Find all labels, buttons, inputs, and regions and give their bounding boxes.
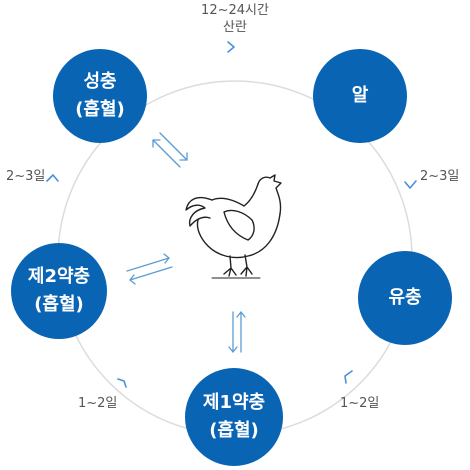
duration-nymph1-to-nymph2: 1~2일 <box>78 396 118 411</box>
duration-adult-to-egg-note: 산란 <box>223 20 247 35</box>
flow-arrow-adult-to-egg <box>227 41 235 53</box>
chicken-icon <box>185 174 282 279</box>
duration-nymph2-to-adult: 2~3일 <box>6 169 46 184</box>
node-adult-sublabel: (흡혈) <box>75 99 125 120</box>
node-nymph2-sublabel: (흡혈) <box>34 294 84 315</box>
node-nymph2-label: 제2약충 <box>27 266 91 287</box>
node-nymph1-label: 제1약충 <box>202 392 266 413</box>
duration-larva-to-nymph1: 1~2일 <box>340 396 380 411</box>
node-nymph1: 제1약충 (흡혈) <box>185 368 283 466</box>
exchange-arrow-nymph2-host <box>126 253 173 285</box>
node-adult-label: 성충 <box>83 71 117 92</box>
flow-arrow-nymph1-to-nymph2 <box>117 378 127 388</box>
node-egg-label: 알 <box>351 85 369 106</box>
node-egg: 알 <box>313 49 407 143</box>
node-larva: 유충 <box>358 251 452 345</box>
exchange-arrow-nymph1-host <box>228 311 246 353</box>
flow-arrow-nymph2-to-adult <box>46 174 59 182</box>
node-adult: 성충 (흡혈) <box>53 49 147 143</box>
flow-arrow-larva-to-nymph1 <box>344 370 353 384</box>
node-nymph2: 제2약충 (흡혈) <box>11 243 107 339</box>
node-larva-label: 유충 <box>388 287 422 308</box>
flow-arrow-egg-to-larva <box>404 180 417 189</box>
duration-adult-to-egg-time: 12~24시간 <box>201 3 269 18</box>
exchange-arrow-adult-host <box>152 132 188 168</box>
duration-adult-to-egg: 12~24시간 산란 <box>185 2 285 36</box>
node-nymph1-sublabel: (흡혈) <box>209 420 259 441</box>
duration-egg-to-larva: 2~3일 <box>420 169 460 184</box>
